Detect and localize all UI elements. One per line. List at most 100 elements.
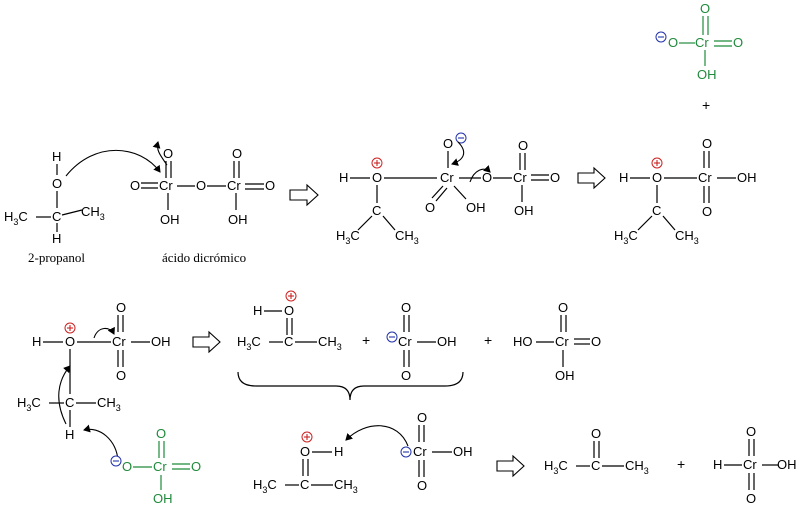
methyl-right: CH3	[675, 228, 699, 246]
atom-o: O	[401, 368, 411, 383]
methyl-right: CH3	[97, 395, 121, 413]
plus-sign: +	[677, 456, 685, 472]
atom-ho: HO	[513, 334, 533, 349]
atom-oh: OH	[151, 334, 171, 349]
atom-oh: OH	[466, 200, 486, 215]
chromium-iv-anion: Cr O OH O	[386, 300, 457, 383]
negative-charge-icon	[386, 331, 398, 343]
methyl-left: H3C	[614, 228, 638, 246]
atom-oh: OH	[228, 212, 248, 227]
atom-o: O	[733, 35, 743, 50]
protonated-acetone: H O H3C C CH3	[237, 290, 342, 352]
atom-c: C	[284, 334, 293, 349]
chromium-iv-acid-product: H Cr O OH O	[713, 424, 797, 506]
grouping-brace	[237, 371, 464, 401]
plus-sign: +	[702, 97, 710, 113]
atom-cr: Cr	[153, 459, 167, 474]
methyl-left: H3C	[544, 458, 568, 476]
atom-o: O	[550, 170, 560, 185]
methyl-right: CH3	[318, 334, 342, 352]
atom-o: O	[591, 334, 601, 349]
atom-o: O	[65, 334, 75, 349]
atom-o: O	[746, 424, 756, 439]
hydrogen-chromate-ion-top: O O Cr O OH	[655, 1, 743, 82]
negative-charge-icon	[110, 455, 122, 467]
atom-oh: OH	[555, 368, 575, 383]
atom-h: H	[52, 231, 61, 246]
atom-cr: Cr	[112, 334, 126, 349]
positive-charge-icon	[285, 290, 297, 302]
reaction-arrow	[496, 454, 525, 478]
atom-cr: Cr	[743, 457, 757, 472]
negative-charge-icon	[400, 446, 412, 458]
dichromic-acid-structure: O O Cr O Cr O O OH OH	[130, 146, 275, 227]
curved-arrow	[469, 164, 491, 183]
atom-h: H	[65, 427, 74, 442]
protonated-acetone-final: O H H3C C CH3	[253, 431, 358, 495]
curved-arrow	[93, 326, 115, 339]
atom-o: O	[417, 478, 427, 493]
atom-o: O	[300, 444, 310, 459]
atom-oh: OH	[697, 67, 717, 82]
atom-o: O	[116, 368, 126, 383]
methyl-left: H3C	[253, 477, 277, 495]
atom-o: O	[591, 426, 601, 441]
positive-charge-icon	[301, 431, 313, 443]
acetone-product: O H3C C CH3	[544, 426, 649, 476]
atom-oh: OH	[737, 170, 757, 185]
atom-cr: Cr	[159, 178, 173, 193]
atom-oh: OH	[160, 212, 180, 227]
atom-o-bridge: O	[482, 170, 492, 185]
atom-cr: Cr	[555, 334, 569, 349]
atom-cr: Cr	[413, 444, 427, 459]
atom-cr: Cr	[440, 170, 454, 185]
atom-o: O	[700, 1, 710, 16]
atom-o: O	[425, 200, 435, 215]
atom-o: O	[372, 170, 382, 185]
atom-o: O	[518, 138, 528, 153]
atom-o: O	[652, 170, 662, 185]
label-dichromic-acid: ácido dicrómico	[162, 250, 246, 265]
atom-o: O	[52, 176, 62, 191]
atom-cr: Cr	[227, 178, 241, 193]
atom-oh: OH	[437, 334, 457, 349]
methyl-left: H3C	[17, 395, 41, 413]
atom-h: H	[32, 334, 41, 349]
reaction-arrow	[577, 166, 606, 190]
hydrogen-chromate-base: O Cr O O OH	[110, 426, 201, 506]
atom-cr: Cr	[513, 170, 527, 185]
methyl-left: H3C	[4, 209, 28, 227]
atom-cr: Cr	[698, 170, 712, 185]
2-propanol-structure: H O H3C C CH3 H	[4, 149, 105, 246]
positive-charge-icon	[64, 322, 76, 334]
atom-o: O	[265, 178, 275, 193]
atom-c: C	[652, 203, 661, 218]
methyl-right: CH3	[625, 458, 649, 476]
atom-o: O	[122, 459, 132, 474]
atom-h: H	[713, 457, 722, 472]
atom-o: O	[558, 300, 568, 315]
methyl-right: CH3	[395, 228, 419, 246]
reaction-arrow	[192, 330, 221, 354]
curved-arrow	[58, 365, 71, 425]
atom-c: C	[300, 477, 309, 492]
methyl-left: H3C	[237, 334, 261, 352]
atom-oh: OH	[777, 457, 797, 472]
atom-h: H	[253, 303, 262, 318]
atom-cr: Cr	[398, 334, 412, 349]
atom-c: C	[65, 395, 74, 410]
curved-arrow	[83, 424, 119, 461]
atom-oh: OH	[153, 491, 173, 506]
atom-oh: OH	[453, 444, 473, 459]
atom-o-bridge: O	[196, 178, 206, 193]
curved-arrow	[345, 425, 409, 447]
atom-h: H	[334, 444, 343, 459]
atom-o: O	[443, 136, 453, 151]
atom-c: C	[591, 458, 600, 473]
atom-o: O	[191, 459, 201, 474]
plus-sign: +	[484, 332, 492, 348]
atom-c: C	[52, 209, 61, 224]
atom-cr: Cr	[695, 35, 709, 50]
elimination-intermediate: H O Cr O OH O H3C C CH3 H	[17, 300, 171, 442]
atom-o: O	[401, 300, 411, 315]
